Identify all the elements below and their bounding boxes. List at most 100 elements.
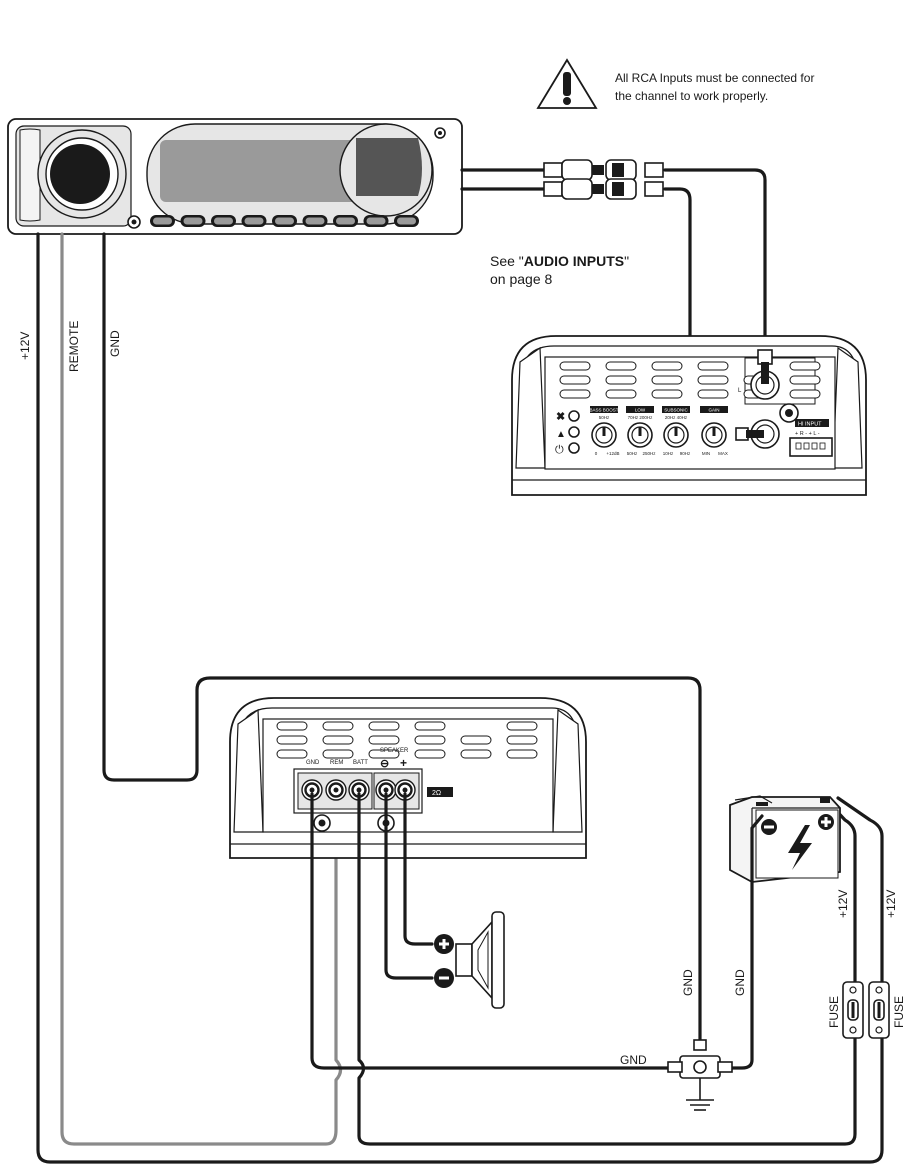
terminal-rem-label: REM <box>330 760 343 766</box>
vent-slot <box>322 749 354 759</box>
vent-slot <box>460 749 492 759</box>
vent-slot <box>789 389 821 399</box>
vent-slot <box>559 389 591 399</box>
label-gnd: GND <box>108 330 122 357</box>
svg-text:70Hz 200Hz: 70Hz 200Hz <box>628 415 654 420</box>
svg-text:+ R - + L -: + R - + L - <box>795 431 820 437</box>
label-plus12v-amp: +12V <box>836 890 850 918</box>
vent-slot <box>697 361 729 371</box>
knob-subsonic: SUBSONIC 20Hz 40Hz 10Hz 90Hz <box>662 406 691 456</box>
svg-text:SUBSONIC: SUBSONIC <box>664 408 688 413</box>
temp-icon: ▲ <box>556 429 566 440</box>
wire-gnd-head <box>102 232 702 1042</box>
vent-slot <box>322 735 354 745</box>
vent-slot <box>460 735 492 745</box>
vent-slot <box>559 361 591 371</box>
mount-screw-top <box>779 403 799 423</box>
vent-slot <box>605 375 637 385</box>
knob-bass-boost: BASS BOOST 50Hz 0 +12dB <box>589 406 620 456</box>
speaker-plus-symbol: + <box>400 756 407 770</box>
vent-slot <box>414 721 446 731</box>
label-gnd-chassis: GND <box>681 969 695 996</box>
label-remote: REMOTE <box>67 321 81 372</box>
impedance-badge: 2Ω <box>427 787 453 797</box>
warning-text-line1: All RCA Inputs must be connected for <box>615 71 814 85</box>
vent-slot <box>276 749 308 759</box>
svg-text:MAX: MAX <box>718 451 728 456</box>
head-unit <box>7 118 463 235</box>
protect-icon: ✖ <box>556 411 565 423</box>
audio-inputs-reference: See "AUDIO INPUTS" <box>490 253 629 269</box>
terminal-speaker-minus <box>375 779 397 801</box>
terminal-gnd-label: GND <box>306 760 320 766</box>
svg-text:GAIN: GAIN <box>708 408 719 413</box>
label-plus12v-head: +12V <box>884 890 898 918</box>
svg-text:50Hz: 50Hz <box>599 415 610 420</box>
vent-slot <box>651 389 683 399</box>
vent-slot <box>276 735 308 745</box>
temp-led <box>568 426 580 438</box>
label-gnd-amp: GND <box>620 1053 647 1067</box>
svg-text:10Hz: 10Hz <box>663 451 674 456</box>
head-unit-buttons <box>150 215 419 227</box>
lightning-icon <box>788 825 812 870</box>
fuse-right <box>868 981 890 1039</box>
svg-text:MIN: MIN <box>702 451 710 456</box>
vent-slot <box>368 721 400 731</box>
rca-cable-l <box>460 159 767 354</box>
vent-slot <box>605 361 637 371</box>
rca-jack-r <box>735 419 780 449</box>
terminal-batt-label: BATT <box>353 760 368 766</box>
fuse-left <box>842 981 864 1039</box>
display-screen <box>146 123 434 225</box>
vent-slot <box>605 389 637 399</box>
power-led <box>568 442 580 454</box>
terminal-rem <box>325 779 347 801</box>
vent-slot <box>651 361 683 371</box>
vent-slot <box>414 735 446 745</box>
vent-slot <box>322 721 354 731</box>
vent-slot <box>789 361 821 371</box>
label-fuse-right: FUSE <box>892 996 903 1028</box>
knob-gain: GAIN MIN MAX <box>700 406 728 456</box>
vent-slot <box>276 721 308 731</box>
volume-knob <box>37 129 127 219</box>
vent-slot <box>506 749 538 759</box>
wire-speaker-minus <box>384 792 434 980</box>
wire-amp-batt <box>357 792 857 1146</box>
terminal-batt <box>348 779 370 801</box>
warning-text-line2: the channel to work properly. <box>615 89 768 103</box>
terminal-speaker-plus <box>394 779 416 801</box>
speaker <box>434 911 505 1009</box>
vent-slot <box>651 375 683 385</box>
svg-text:2Ω: 2Ω <box>432 790 441 797</box>
warning-icon <box>536 58 598 109</box>
svg-text:0: 0 <box>595 451 598 456</box>
svg-text:20Hz 40Hz: 20Hz 40Hz <box>665 415 688 420</box>
vent-slot <box>559 375 591 385</box>
audio-inputs-page: on page 8 <box>490 271 552 287</box>
speaker-label: SPEAKER <box>380 748 409 754</box>
label-gnd-battery: GND <box>733 969 747 996</box>
svg-text:90Hz: 90Hz <box>680 451 691 456</box>
ground-symbol-icon <box>686 1099 714 1111</box>
vent-slot <box>368 749 400 759</box>
vent-slot <box>506 721 538 731</box>
svg-text:BASS BOOST: BASS BOOST <box>589 408 618 413</box>
vent-slot <box>697 375 729 385</box>
wire-battery-negative <box>718 814 764 1070</box>
vent-slot <box>506 735 538 745</box>
svg-text:HI INPUT: HI INPUT <box>798 422 822 428</box>
svg-text:+12dB: +12dB <box>606 451 619 456</box>
wire-speaker-plus <box>403 792 434 946</box>
label-plus12v: +12V <box>18 332 32 360</box>
wire-amp-gnd <box>310 792 672 1070</box>
channel-l-label: L <box>738 388 742 394</box>
vent-slot <box>697 389 729 399</box>
amplifier-power-panel: GND REM BATT SPEAKER ⊖ + 2Ω <box>229 697 587 859</box>
protect-led <box>568 410 580 422</box>
vent-slot <box>789 375 821 385</box>
ground-junction <box>667 1039 733 1111</box>
